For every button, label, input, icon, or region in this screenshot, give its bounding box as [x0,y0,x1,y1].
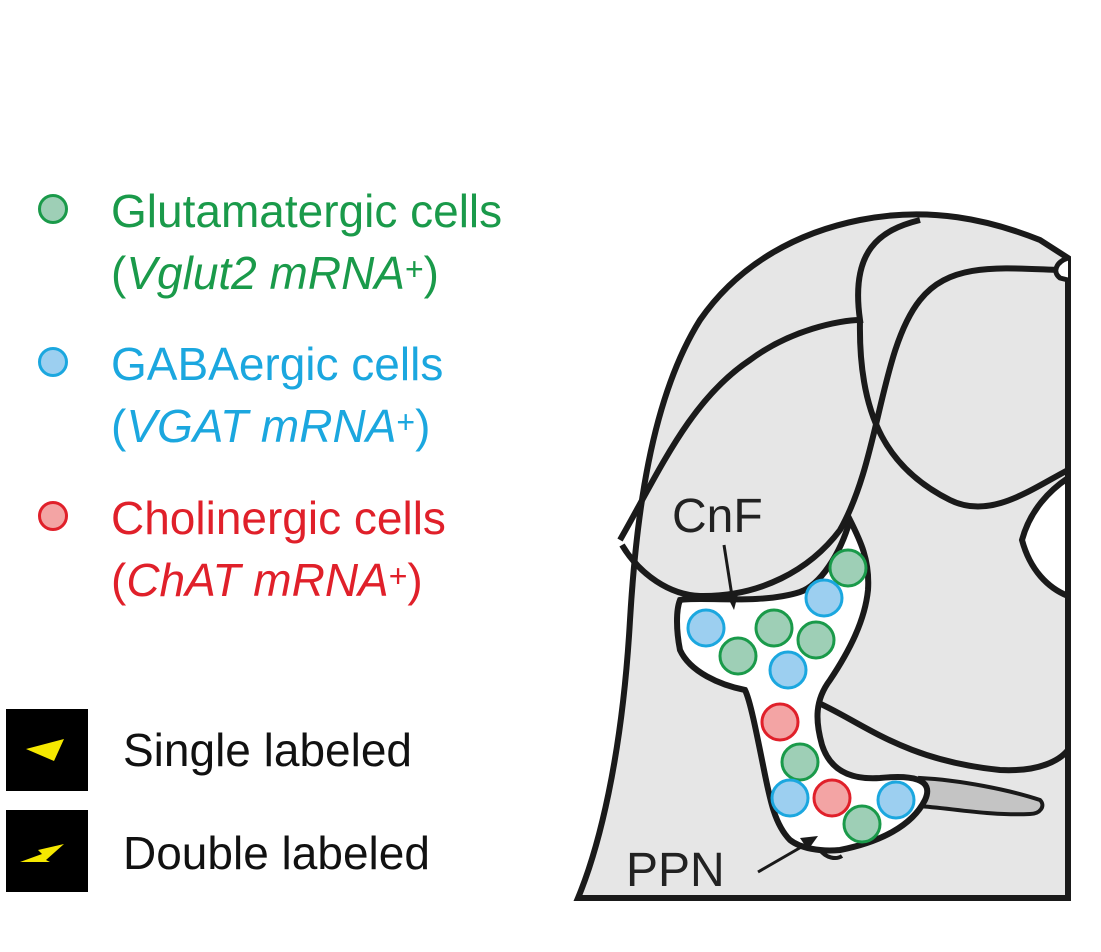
cholinergic-cells [760,702,852,818]
gabaergic-marker: (VGAT mRNA+) [111,400,431,452]
gabaergic-dot-icon [38,347,68,377]
cnf-pointer-arrow [722,544,734,597]
cell-glutamatergic [780,742,820,782]
cell-gabaergic [804,578,844,618]
cell-glutamatergic [796,620,836,660]
cell-gabaergic [876,780,916,820]
glutamatergic-label: Glutamatergic cells [111,185,503,237]
cell-glutamatergic [828,548,868,588]
legend-cholinergic: Cholinergic cells (ChAT mRNA+) [38,487,446,611]
cell-cholinergic [760,702,800,742]
inner-boundary [856,319,1070,510]
cell-glutamatergic [842,804,882,844]
cholinergic-label: Cholinergic cells [111,492,446,544]
cnf-arrowhead-icon [726,594,738,610]
cell-cholinergic [812,778,852,818]
glutamatergic-marker: (Vglut2 mRNA+) [111,247,439,299]
brainstem-outline [573,211,1071,901]
cholinergic-marker: (ChAT mRNA+) [111,554,423,606]
cell-gabaergic [770,778,810,818]
ppn-tail [818,848,844,860]
legend-glutamatergic: Glutamatergic cells (Vglut2 mRNA+) [38,180,502,304]
single-labeled-arrow-icon [6,709,88,791]
cell-glutamatergic [718,636,758,676]
gabaergic-cells [686,578,916,820]
single-labeled-label: Single labeled [123,724,413,776]
cell-gabaergic [686,608,726,648]
cnf-label: CnF [672,490,763,543]
ppn-pointer-arrow [757,840,811,874]
cell-glutamatergic [754,608,794,648]
aqueduct-region [810,697,1071,774]
cholinergic-dot-icon [38,501,68,531]
glutamatergic-cells [718,548,882,844]
legend-gabaergic: GABAergic cells (VGAT mRNA+) [38,333,443,457]
fiber-tract [915,775,1045,817]
tectum-boundary [619,265,1061,600]
notch-outline [1053,255,1069,283]
double-labeled-arrow-icon [6,810,88,892]
aqueduct-outline [1018,472,1071,601]
colliculus-outline [617,217,921,542]
gabaergic-label: GABAergic cells [111,338,444,390]
cnf-ppn-nucleus [674,511,931,854]
cell-gabaergic [768,650,808,690]
ppn-arrowhead-icon [800,836,818,850]
ppn-label: PPN [626,844,725,897]
double-labeled-label: Double labeled [123,827,430,879]
glutamatergic-dot-icon [38,194,68,224]
